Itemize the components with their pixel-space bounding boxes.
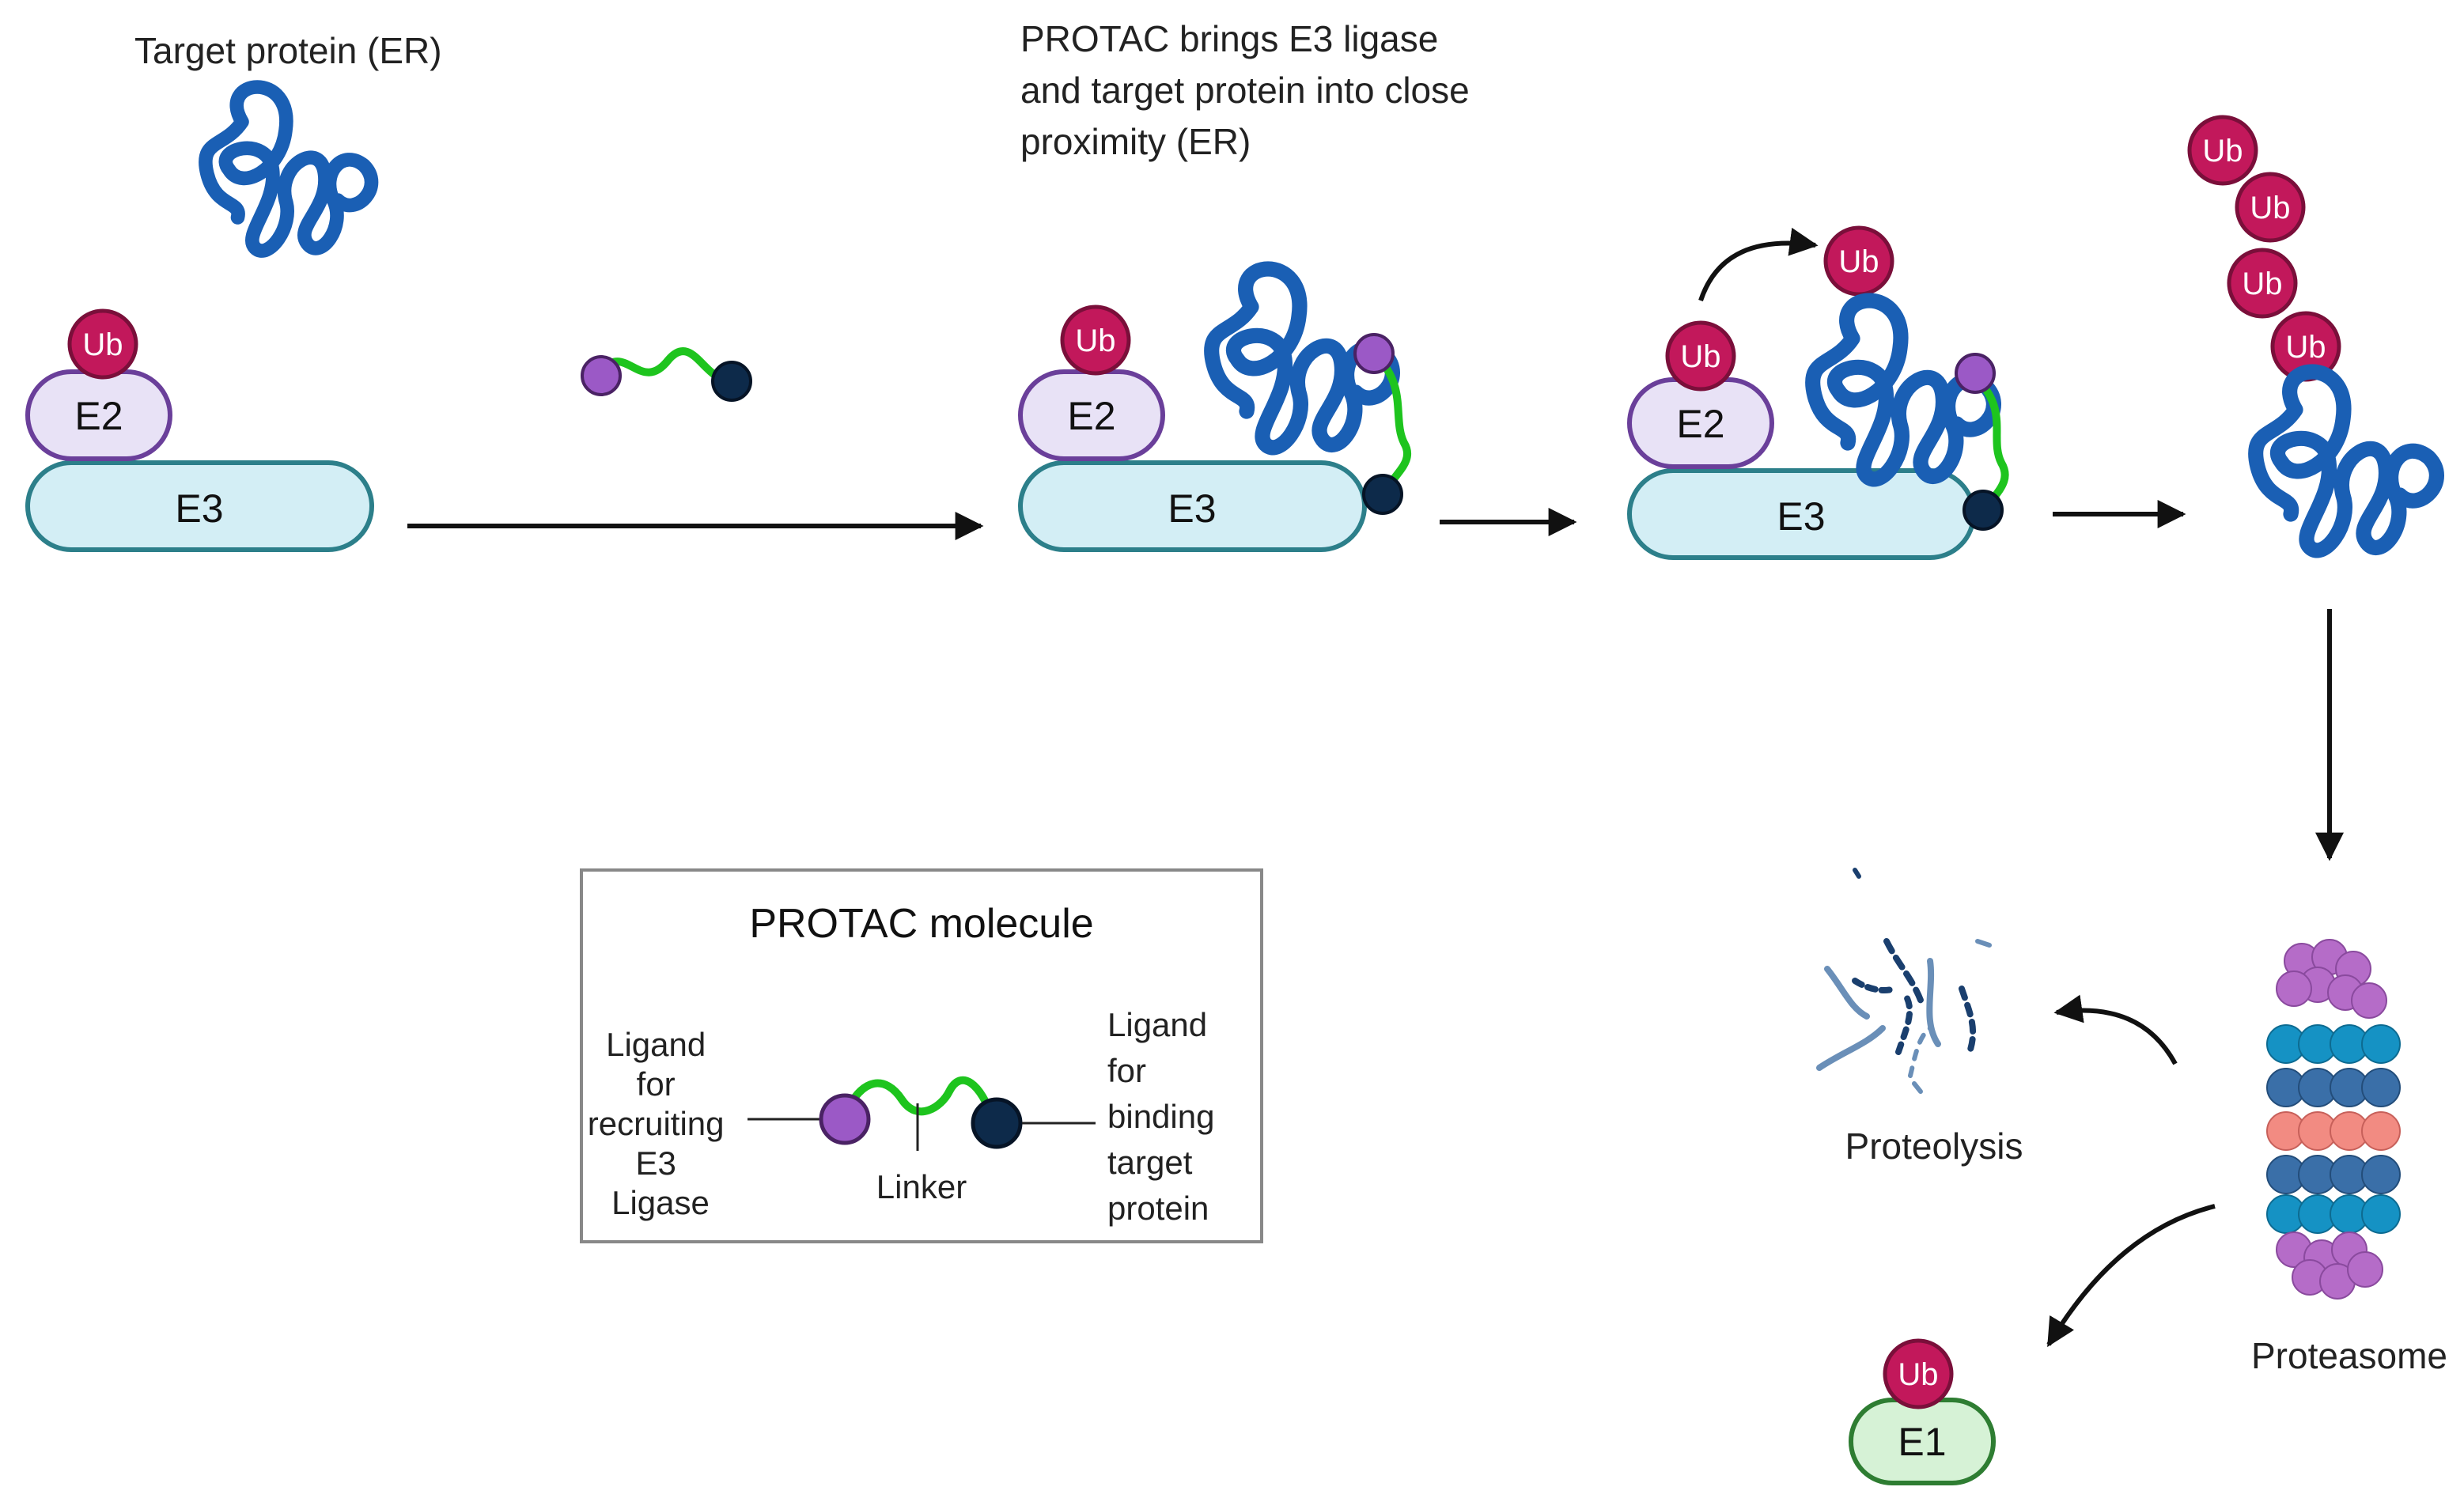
e2-label: E2 — [1067, 394, 1115, 438]
e3-label: E3 — [1777, 494, 1825, 539]
stage3-complex: E3 E2 Ub Ub — [1627, 225, 2009, 560]
protac-legend-box: PROTAC molecule Ligand for recruiting E3… — [580, 868, 1263, 1243]
left-ligand-label: Ligand for recruiting E3 Ligase — [588, 1026, 733, 1221]
polyubiquitinated-protein: Ub Ub Ub Ub — [2187, 115, 2437, 550]
target-protein-icon — [206, 87, 372, 251]
ubiquitin-icon — [1823, 225, 1894, 297]
ubiquitin-icon — [1883, 1338, 1954, 1409]
ubiquitin-label: Ub — [2202, 134, 2243, 168]
ubiquitin-icon — [2187, 115, 2258, 186]
proximity-label-line3: proximity (ER) — [1020, 121, 1251, 162]
target-ligand-icon — [1962, 490, 2004, 531]
linker-label: Linker — [876, 1168, 967, 1205]
legend-title: PROTAC molecule — [749, 901, 1093, 947]
e3-ligase — [25, 460, 374, 552]
legend-linker — [841, 1076, 997, 1123]
e2-label: E2 — [74, 394, 123, 438]
ubiquitin-label: Ub — [1838, 244, 1879, 279]
e3-ligand-icon — [1353, 333, 1395, 374]
e3-label: E3 — [175, 486, 223, 531]
e1-label: E1 — [1898, 1420, 1946, 1464]
stage1-complex: E3 E2 Ub — [25, 308, 374, 552]
e3-ligand-icon — [1955, 353, 1996, 394]
ubiquitin-icon — [2235, 172, 2306, 243]
arrow-to-e1 — [2046, 1204, 2216, 1348]
e3-ligand-icon — [581, 355, 622, 396]
ubiquitin-icon — [67, 308, 138, 380]
ubiquitin-label: Ub — [1075, 323, 1115, 358]
peptide-fragments-icon — [1816, 868, 1992, 1094]
e3-label: E3 — [1168, 486, 1216, 531]
proximity-label-line1: PROTAC brings E3 ligase — [1020, 18, 1438, 59]
target-ligand-icon — [971, 1097, 1023, 1149]
arrow-to-proteolysis — [2053, 994, 2178, 1065]
target-ligand-icon — [1362, 474, 1403, 515]
legend-frame — [580, 868, 1263, 1243]
ubiquitin-label: Ub — [2242, 267, 2282, 301]
ubiquitin-icon — [1060, 305, 1131, 376]
e3-ligase — [1018, 460, 1367, 552]
protac-molecule — [581, 347, 752, 402]
ubiquitin-icon — [1665, 320, 1736, 392]
proteolysis-label: Proteolysis — [1845, 1126, 2023, 1167]
target-protein-icon — [2256, 372, 2437, 550]
ubiquitin-label: Ub — [2250, 191, 2290, 225]
target-ligand-icon — [711, 361, 752, 402]
e3-ligand-icon — [819, 1093, 871, 1145]
stage2-complex: E3 E2 Ub — [1018, 269, 1412, 552]
right-ligand-label: Ligand for binding target protein — [1107, 1006, 1224, 1227]
ubiquitin-label: Ub — [1898, 1357, 1938, 1392]
protac-linker — [1372, 352, 1412, 498]
target-protein-label: Target protein (ER) — [134, 30, 442, 71]
ubiquitin-label: Ub — [82, 327, 123, 362]
protac-linker — [597, 347, 732, 384]
e1-complex: E1 Ub — [1849, 1338, 1996, 1485]
ubiquitin-icon — [2227, 248, 2298, 319]
proteasome-icon — [2266, 939, 2401, 1300]
e2-label: E2 — [1676, 402, 1724, 446]
proteasome-label: Proteasome — [2251, 1335, 2447, 1376]
ubiquitin-label: Ub — [2285, 330, 2326, 365]
ub-transfer-arrow — [1698, 227, 1819, 301]
ubiquitin-label: Ub — [1680, 339, 1720, 374]
proximity-label-line2: and target protein into close — [1020, 70, 1470, 111]
